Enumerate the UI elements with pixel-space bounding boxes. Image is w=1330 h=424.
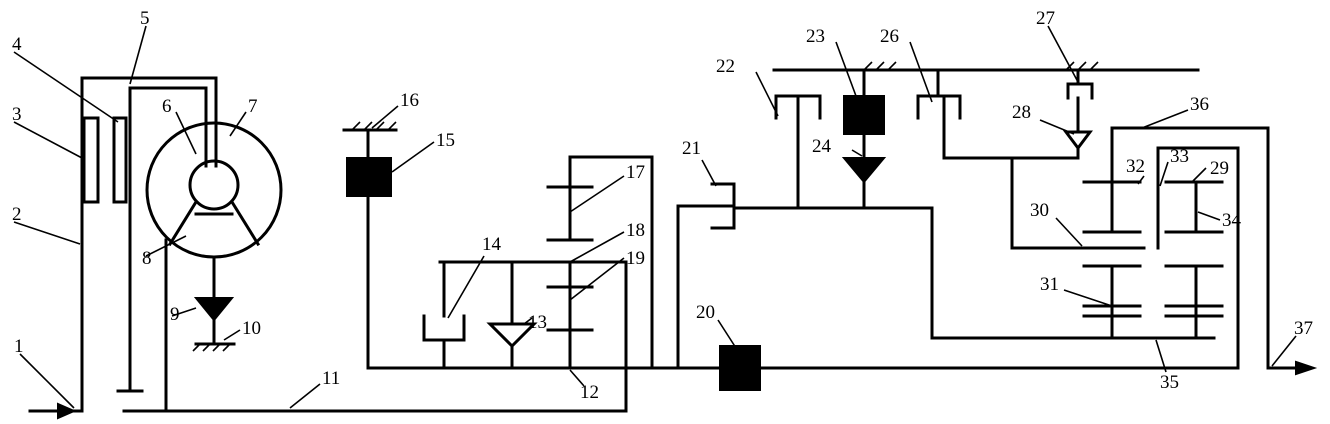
label-34: 34 <box>1222 210 1242 231</box>
middle-section <box>342 121 654 370</box>
label-19: 19 <box>626 248 645 269</box>
label-26: 26 <box>880 26 899 47</box>
output-arrow-icon <box>1295 360 1318 376</box>
stator-blade-right <box>229 199 261 247</box>
label-9: 9 <box>170 304 180 325</box>
input-arrow-icon <box>57 402 77 420</box>
label-14: 14 <box>482 234 502 255</box>
label-7: 7 <box>248 96 258 117</box>
input-section <box>28 76 628 420</box>
label-23: 23 <box>806 26 825 47</box>
label-5: 5 <box>140 8 150 29</box>
label-8: 8 <box>142 248 152 269</box>
right-section <box>650 61 1318 391</box>
one-way-clutch-9-icon <box>193 297 235 322</box>
label-27: 27 <box>1036 8 1055 29</box>
label-6: 6 <box>162 96 172 117</box>
label-20: 20 <box>696 302 715 323</box>
one-way-clutch-24-icon <box>841 157 887 184</box>
label-4: 4 <box>12 34 22 55</box>
converter-outer-ring <box>145 121 283 259</box>
label-1: 1 <box>14 336 24 357</box>
label-3: 3 <box>12 104 22 125</box>
shaft-36 <box>1110 126 1270 370</box>
one-way-clutch-13-icon <box>486 322 538 349</box>
label-37: 37 <box>1294 318 1313 339</box>
shaft-26 <box>942 94 1080 160</box>
label-11: 11 <box>322 368 340 389</box>
label-18: 18 <box>626 220 645 241</box>
label-10: 10 <box>242 318 261 339</box>
carrier-30 <box>1010 156 1146 250</box>
one-way-clutch-28-icon <box>1063 130 1093 151</box>
clutch-plate-3 <box>82 116 100 204</box>
brake-15 <box>346 157 392 197</box>
label-35: 35 <box>1160 372 1179 393</box>
label-22: 22 <box>716 56 735 77</box>
clutch-14 <box>422 314 466 342</box>
label-17: 17 <box>626 162 645 183</box>
stator-blade-left <box>167 199 199 247</box>
label-2: 2 <box>12 204 22 225</box>
clutch-plate-4 <box>112 116 128 204</box>
label-13: 13 <box>528 312 547 333</box>
label-15: 15 <box>436 130 455 151</box>
label-32: 32 <box>1126 156 1145 177</box>
shaft-35-upper <box>732 206 1216 340</box>
label-12: 12 <box>580 382 599 403</box>
brake-26 <box>916 94 962 120</box>
shaft-12 <box>366 155 654 370</box>
shaft-5 <box>128 86 208 393</box>
label-28: 28 <box>1012 102 1031 123</box>
label-29: 29 <box>1210 158 1229 179</box>
label-21: 21 <box>682 138 701 159</box>
brake-23 <box>843 95 885 135</box>
label-16: 16 <box>400 90 419 111</box>
label-30: 30 <box>1030 200 1049 221</box>
shaft-11 <box>122 260 628 413</box>
label-36: 36 <box>1190 94 1209 115</box>
label-33: 33 <box>1170 146 1189 167</box>
part-labels: 1 2 3 4 5 6 7 8 9 10 11 12 13 14 15 16 1… <box>12 8 1313 403</box>
brake-20 <box>719 345 761 391</box>
label-31: 31 <box>1040 274 1059 295</box>
brake-27 <box>1066 82 1094 100</box>
converter-hub <box>188 159 240 211</box>
leader-lines <box>13 25 1297 409</box>
carrier-33 <box>1156 146 1240 370</box>
label-24: 24 <box>812 136 832 157</box>
